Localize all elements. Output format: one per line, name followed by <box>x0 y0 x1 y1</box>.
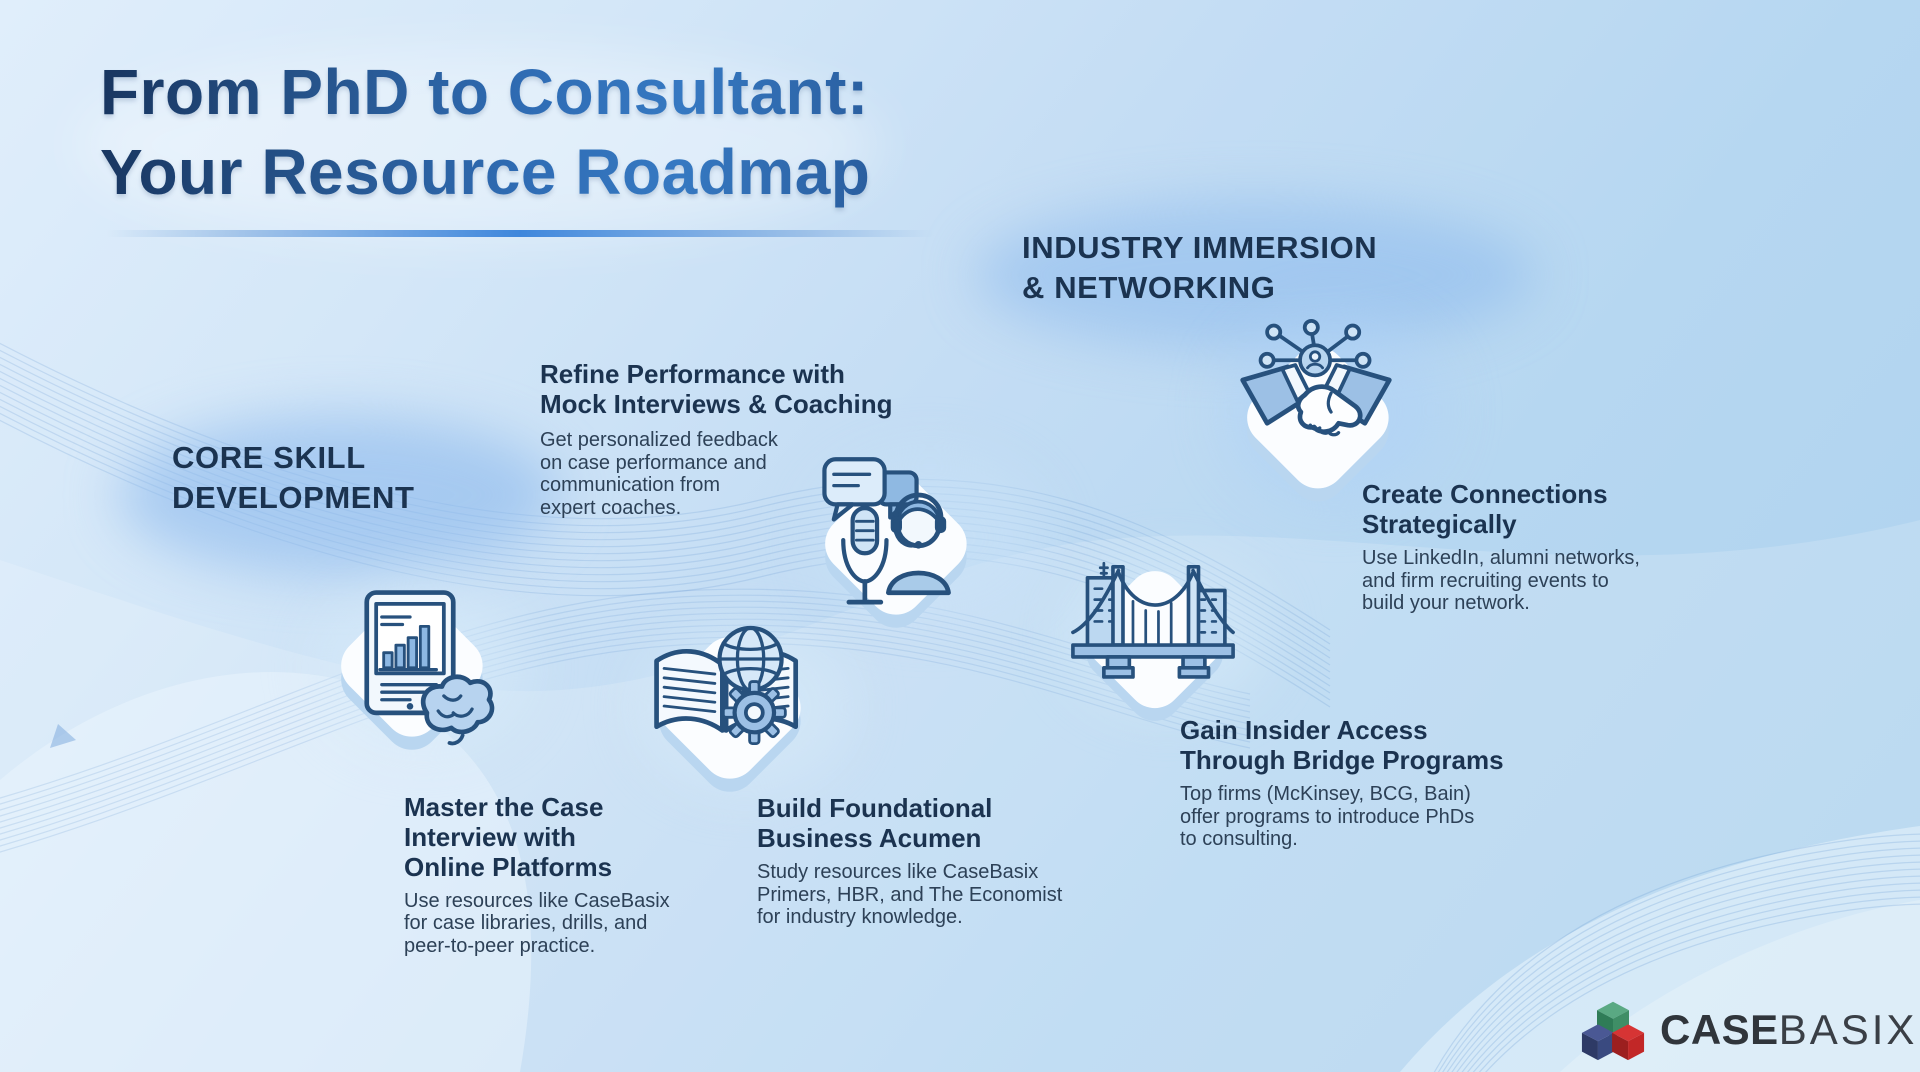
page-title-line1: From PhD to Consultant: <box>100 56 869 128</box>
logo-text-bold: CASE <box>1660 1006 1779 1053</box>
card-body: Study resources like CaseBasix Primers, … <box>757 861 1062 929</box>
section-industry-immersion-networking: INDUSTRY IMMERSION & NETWORKING <box>1022 228 1377 307</box>
card-title: Refine Performance with Mock Interviews … <box>540 359 893 420</box>
card-body-line: offer programs to introduce PhDs <box>1180 805 1475 828</box>
page-title: From PhD to Consultant: Your Resource Ro… <box>100 52 870 212</box>
card-title-line: Online Platforms <box>404 851 613 882</box>
card-master-case-interview: Master the Case Interview with Online Pl… <box>404 792 670 958</box>
book-globe-gear-icon <box>654 625 801 792</box>
card-bridge-programs: Gain Insider Access Through Bridge Progr… <box>1180 715 1504 851</box>
triangle-accent <box>50 724 76 748</box>
section-line: CORE SKILL <box>172 440 366 475</box>
title-underline <box>106 230 934 237</box>
section-line: INDUSTRY IMMERSION <box>1022 230 1378 265</box>
card-body-line: for industry knowledge. <box>757 906 963 929</box>
card-body-line: build your network. <box>1362 592 1530 615</box>
card-body-line: to consulting. <box>1180 828 1298 851</box>
card-body-line: Use LinkedIn, alumni networks, <box>1362 546 1640 569</box>
card-body-line: peer-to-peer practice. <box>404 935 596 958</box>
microphone-headset-chat-icon <box>822 457 967 628</box>
card-body-line: Study resources like CaseBasix <box>757 860 1039 883</box>
card-body: Use LinkedIn, alumni networks, and firm … <box>1362 547 1640 615</box>
page-title-line2: Your Resource Roadmap <box>100 136 871 208</box>
card-title-line: Business Acumen <box>757 822 982 853</box>
card-body-line: Primers, HBR, and The Economist <box>757 883 1063 906</box>
logo-cubes-icon <box>1581 1001 1645 1061</box>
card-body: Use resources like CaseBasix for case li… <box>404 890 670 958</box>
card-title-line: Master the Case <box>404 792 604 822</box>
section-line: DEVELOPMENT <box>172 479 415 515</box>
card-build-business-acumen: Build Foundational Business Acumen Study… <box>757 793 1062 929</box>
card-body-line: Top firms (McKinsey, BCG, Bain) <box>1180 782 1471 805</box>
tablet-analytics-brain-icon <box>341 590 495 750</box>
logo-text-light: BASIX <box>1778 1006 1918 1053</box>
card-title-line: Refine Performance with <box>540 359 845 389</box>
card-body: Top firms (McKinsey, BCG, Bain) offer pr… <box>1180 783 1504 851</box>
card-title-line: Interview with <box>404 821 576 852</box>
card-body-line: for case libraries, drills, and <box>404 912 648 935</box>
bridge-city-icon <box>1071 561 1235 721</box>
section-line: & NETWORKING <box>1022 269 1276 305</box>
card-title-line: Strategically <box>1362 508 1517 539</box>
card-title-line: Through Bridge Programs <box>1180 744 1504 775</box>
handshake-network-icon <box>1240 318 1392 502</box>
card-body-line: and firm recruiting events to <box>1362 569 1609 592</box>
section-core-skill-development: CORE SKILL DEVELOPMENT <box>172 438 415 517</box>
card-title: Master the Case Interview with Online Pl… <box>404 792 670 883</box>
card-title: Build Foundational Business Acumen <box>757 793 1062 854</box>
card-title-line: Mock Interviews & Coaching <box>540 388 893 419</box>
card-body-line: Use resources like CaseBasix <box>404 889 670 912</box>
